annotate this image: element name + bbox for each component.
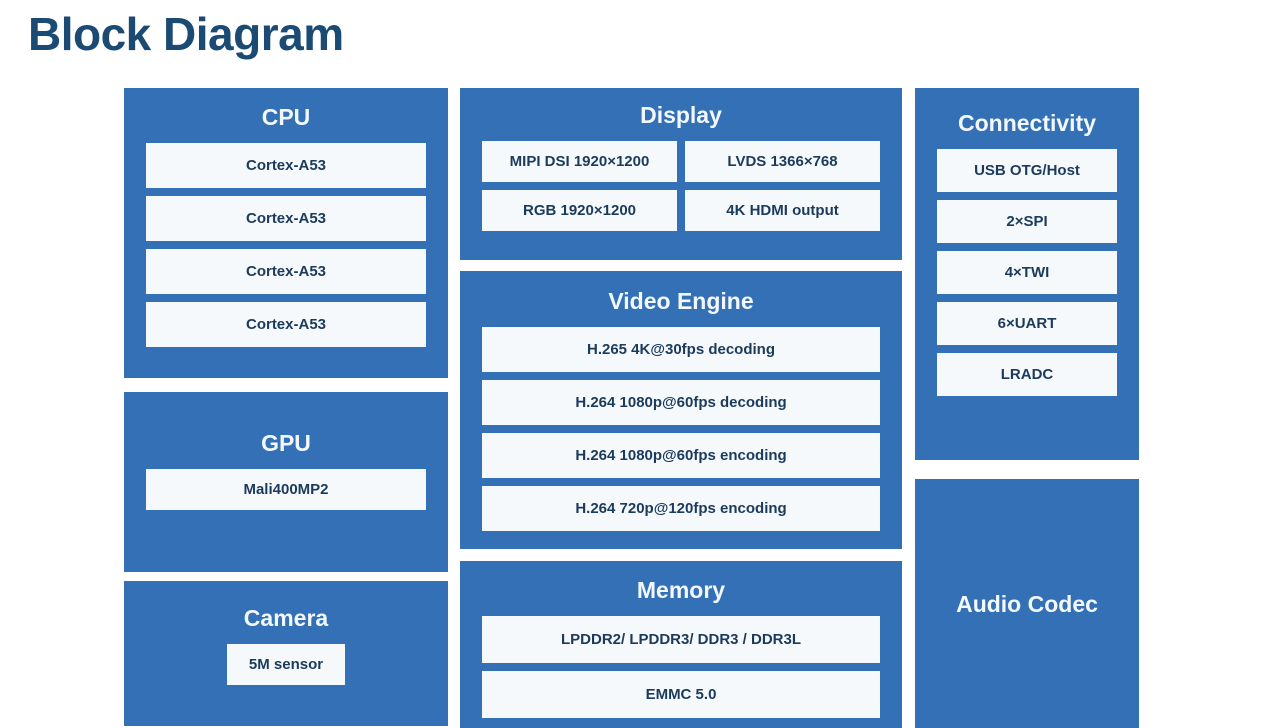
block-item-display-hdmi[interactable]: 4K HDMI output [685,190,880,231]
block-connectivity[interactable]: Connectivity USB OTG/Host 2×SPI 4×TWI 6×… [915,88,1139,460]
block-item-video-h264-1080p-encode[interactable]: H.264 1080p@60fps encoding [482,433,880,478]
block-title-video-engine: Video Engine [608,288,754,314]
block-items-gpu: Mali400MP2 [146,469,426,510]
diagram-column-left: CPU Cortex-A53 Cortex-A53 Cortex-A53 Cor… [124,88,448,726]
block-audio-codec[interactable]: Audio Codec [915,479,1139,728]
block-items-cpu: Cortex-A53 Cortex-A53 Cortex-A53 Cortex-… [146,143,426,347]
block-camera[interactable]: Camera 5M sensor [124,581,448,726]
block-item-connectivity-lradc[interactable]: LRADC [937,353,1117,396]
diagram-column-middle: Display MIPI DSI 1920×1200 LVDS 1366×768… [460,88,902,728]
block-cpu[interactable]: CPU Cortex-A53 Cortex-A53 Cortex-A53 Cor… [124,88,448,378]
block-title-memory: Memory [636,577,726,603]
block-title-connectivity: Connectivity [957,110,1097,136]
block-item-connectivity-usb[interactable]: USB OTG/Host [937,149,1117,192]
block-title-gpu: GPU [261,430,311,456]
block-item-video-h264-720p-encode[interactable]: H.264 720p@120fps encoding [482,486,880,531]
block-item-connectivity-spi[interactable]: 2×SPI [937,200,1117,243]
block-items-camera: 5M sensor [146,644,426,685]
block-title-audio-codec: Audio Codec [956,591,1098,617]
block-item-display-rgb[interactable]: RGB 1920×1200 [482,190,677,231]
block-gpu[interactable]: GPU Mali400MP2 [124,392,448,572]
page-title: Block Diagram [28,8,344,60]
block-item-display-mipi-dsi[interactable]: MIPI DSI 1920×1200 [482,141,677,182]
diagram-column-right: Connectivity USB OTG/Host 2×SPI 4×TWI 6×… [915,88,1139,728]
block-item-memory-emmc[interactable]: EMMC 5.0 [482,671,880,718]
block-item-connectivity-uart[interactable]: 6×UART [937,302,1117,345]
block-video-engine[interactable]: Video Engine H.265 4K@30fps decoding H.2… [460,271,902,549]
block-item-video-h264-1080p-decode[interactable]: H.264 1080p@60fps decoding [482,380,880,425]
block-title-display: Display [640,102,722,128]
block-item-camera-sensor[interactable]: 5M sensor [226,644,346,685]
block-item-cpu-core-4[interactable]: Cortex-A53 [146,302,426,347]
block-item-cpu-core-1[interactable]: Cortex-A53 [146,143,426,188]
block-items-memory: LPDDR2/ LPDDR3/ DDR3 / DDR3L EMMC 5.0 [482,616,880,718]
block-item-gpu-mali[interactable]: Mali400MP2 [146,469,426,510]
block-display[interactable]: Display MIPI DSI 1920×1200 LVDS 1366×768… [460,88,902,260]
block-item-video-h265-4k-decode[interactable]: H.265 4K@30fps decoding [482,327,880,372]
block-item-memory-dram[interactable]: LPDDR2/ LPDDR3/ DDR3 / DDR3L [482,616,880,663]
block-item-connectivity-twi[interactable]: 4×TWI [937,251,1117,294]
block-item-cpu-core-3[interactable]: Cortex-A53 [146,249,426,294]
block-items-connectivity: USB OTG/Host 2×SPI 4×TWI 6×UART LRADC [937,149,1117,396]
block-items-video-engine: H.265 4K@30fps decoding H.264 1080p@60fp… [482,327,880,531]
block-items-display: MIPI DSI 1920×1200 LVDS 1366×768 RGB 192… [482,141,880,231]
block-item-cpu-core-2[interactable]: Cortex-A53 [146,196,426,241]
block-memory[interactable]: Memory LPDDR2/ LPDDR3/ DDR3 / DDR3L EMMC… [460,561,902,728]
block-item-display-lvds[interactable]: LVDS 1366×768 [685,141,880,182]
block-title-camera: Camera [243,605,329,631]
block-title-cpu: CPU [261,104,311,130]
